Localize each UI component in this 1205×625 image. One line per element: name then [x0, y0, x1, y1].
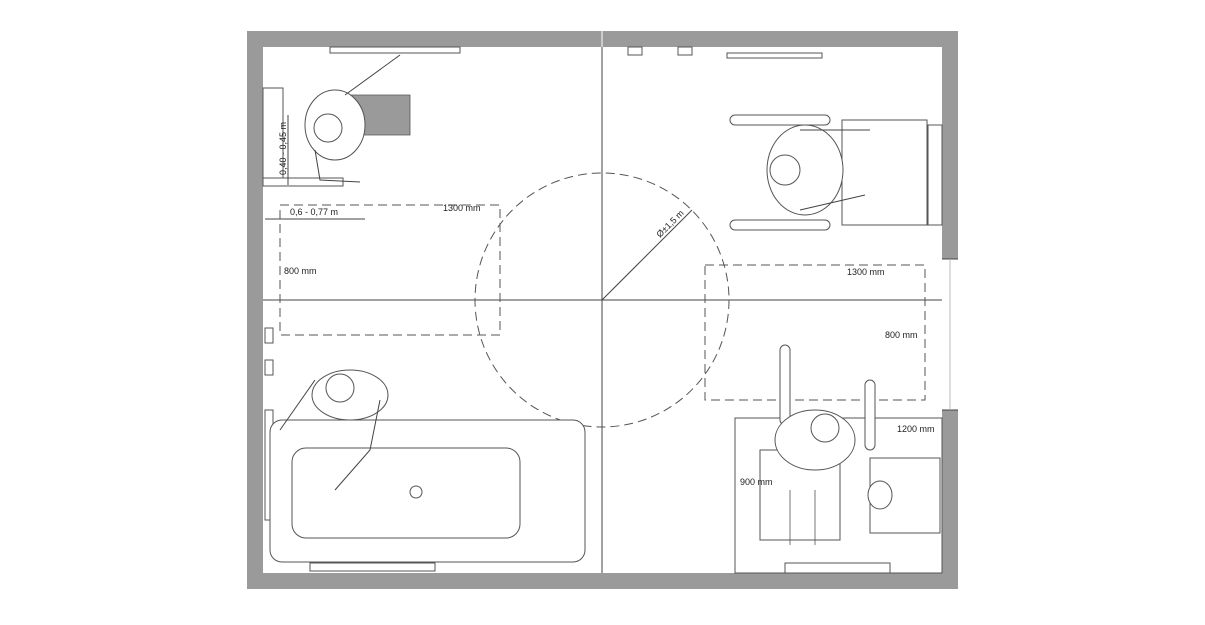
tl-width-label: 1300 mm: [443, 203, 481, 213]
person-torso: [766, 124, 844, 216]
br-width-label: 1200 mm: [897, 424, 935, 434]
washbasin-quadrant: 1300 mm 800 mm: [627, 46, 943, 401]
transfer-quadrant: 1200 mm 900 mm: [734, 344, 943, 574]
tl-depth-label: 800 mm: [284, 266, 317, 276]
toilet-quadrant: 0,40 - 0,45 m 0,6 - 0,77 m 1300 mm 800 m…: [262, 46, 501, 336]
drain: [409, 485, 423, 499]
grab-bar: [262, 177, 344, 187]
turning-circle-label: Ø±1,5 m: [654, 208, 685, 239]
tr-depth-label: 800 mm: [885, 330, 918, 340]
tr-width-label: 1300 mm: [847, 267, 885, 277]
person-head: [313, 113, 343, 143]
turning-circle: [474, 172, 730, 428]
br-depth-label: 900 mm: [740, 477, 773, 487]
person-head: [325, 373, 355, 403]
radius-line: [601, 209, 693, 301]
person-head: [769, 154, 801, 186]
clear-space-top-left: [279, 204, 501, 336]
clear-space-top-right: [704, 264, 926, 401]
walls: [247, 31, 958, 589]
toilet-depth-label: 0,6 - 0,77 m: [290, 207, 338, 217]
bathtub-quadrant: [264, 327, 586, 572]
washbasin: [841, 119, 928, 226]
toilet-height-label: 0,40 - 0,45 m: [278, 122, 288, 175]
person-head: [810, 413, 840, 443]
